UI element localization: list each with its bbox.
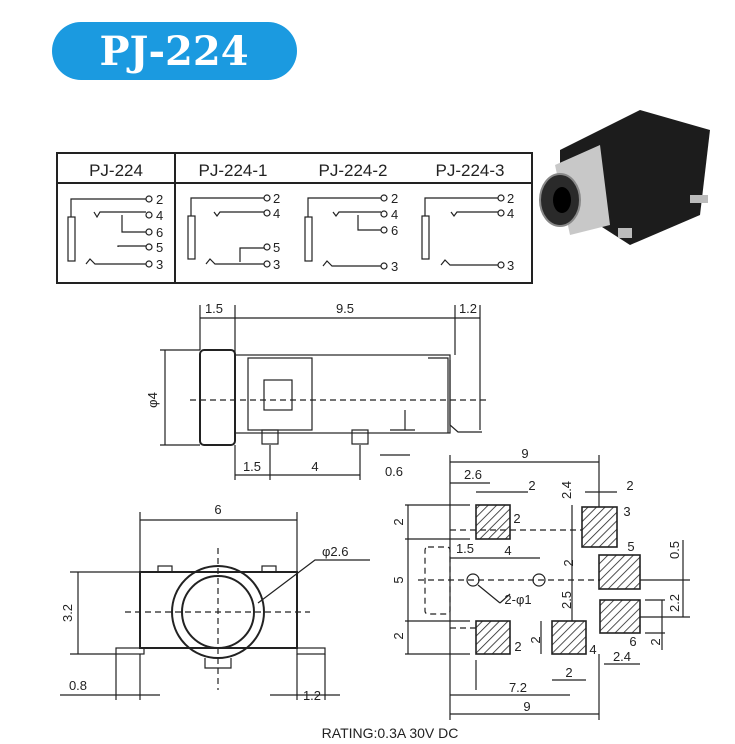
pin-label: 2 xyxy=(273,191,280,206)
pin-label: 4 xyxy=(507,206,514,221)
pad-label: 4 xyxy=(589,642,596,657)
dim-label: 2-φ1 xyxy=(504,592,531,607)
dim-label: 2.5 xyxy=(559,591,574,609)
dim-label: φ2.6 xyxy=(322,544,349,559)
dim-label: 2 xyxy=(626,478,633,493)
pad-label: 3 xyxy=(623,504,630,519)
schematic-pj-224-2: 2 4 6 3 xyxy=(304,191,398,274)
side-view-drawing: 1.5 9.5 1.2 φ4 1.5 4 0.6 xyxy=(145,301,490,480)
pin-label: 2 xyxy=(156,192,163,207)
pad-label: 5 xyxy=(627,539,634,554)
dim-label: 1.5 xyxy=(243,459,261,474)
schematic-pj-224: 2 4 6 5 3 xyxy=(67,192,163,272)
dim-label: 2.2 xyxy=(667,594,682,612)
schematic-table: PJ-224 PJ-224-1 PJ-224-2 PJ-224-3 2 4 6 … xyxy=(56,152,533,284)
pad-label: 2 xyxy=(514,639,521,654)
pad-5 xyxy=(598,554,641,590)
pin-label: 6 xyxy=(391,223,398,238)
dim-label: 4 xyxy=(311,459,318,474)
dim-label: 9 xyxy=(523,699,530,714)
column-header: PJ-224-3 xyxy=(436,161,505,180)
dim-label: 2.4 xyxy=(559,481,574,499)
pin-label: 3 xyxy=(273,257,280,272)
pin-label: 3 xyxy=(156,257,163,272)
dim-label: 0.6 xyxy=(385,464,403,479)
pin-label: 4 xyxy=(391,207,398,222)
pad-label: 2 xyxy=(513,511,520,526)
dim-label: 5 xyxy=(391,576,406,583)
title-badge: PJ-224 xyxy=(52,22,297,80)
dim-label: 4 xyxy=(504,543,511,558)
dim-label: 2 xyxy=(391,632,406,639)
pin-label: 2 xyxy=(391,191,398,206)
dim-label: 9.5 xyxy=(336,301,354,316)
pcb-footprint-drawing: 9 2.6 2 2.4 2 2 3 2 1.5 4 5 0.5 5 2 2-φ1… xyxy=(391,446,690,720)
pin-label: 4 xyxy=(273,206,280,221)
pad-2-bottom xyxy=(475,620,511,655)
product-title: PJ-224 xyxy=(99,28,248,75)
front-view-drawing: 6 φ2.6 3.2 0.8 1.2 xyxy=(60,502,370,703)
pad-2-top xyxy=(475,504,511,540)
dim-label: 9 xyxy=(521,446,528,461)
dim-label: 1.5 xyxy=(205,301,223,316)
pin-label: 6 xyxy=(156,225,163,240)
pin-label: 3 xyxy=(391,259,398,274)
dim-label: 3.2 xyxy=(60,604,75,622)
dim-label: 2 xyxy=(561,559,576,566)
dim-label: 2 xyxy=(528,636,543,643)
rating-text: RATING:0.3A 30V DC xyxy=(322,725,459,741)
dim-label: 1.2 xyxy=(459,301,477,316)
product-photo xyxy=(539,110,710,245)
pin-label: 3 xyxy=(507,258,514,273)
dim-label: 6 xyxy=(214,502,221,517)
dim-label: 2 xyxy=(391,518,406,525)
schematic-pj-224-1: 2 4 5 3 xyxy=(187,191,280,272)
schematic-pj-224-3: 2 4 3 xyxy=(421,191,514,273)
pin-label: 2 xyxy=(507,191,514,206)
pad-label: 6 xyxy=(629,634,636,649)
dim-label: 2 xyxy=(528,478,535,493)
pin-label: 4 xyxy=(156,208,163,223)
pad-4 xyxy=(551,620,587,655)
pad-6 xyxy=(599,599,641,634)
column-header: PJ-224-1 xyxy=(199,161,268,180)
dim-label: 7.2 xyxy=(509,680,527,695)
pin-label: 5 xyxy=(273,240,280,255)
dim-label: 2 xyxy=(565,665,572,680)
dim-label: 0.8 xyxy=(69,678,87,693)
dim-label: φ4 xyxy=(145,392,160,408)
pad-3 xyxy=(581,506,618,548)
dim-label: 0.5 xyxy=(667,541,682,559)
pin-label: 5 xyxy=(156,240,163,255)
dim-label: 1.5 xyxy=(456,541,474,556)
dim-label: 2.6 xyxy=(464,467,482,482)
dim-label: 2.4 xyxy=(613,649,631,664)
column-header: PJ-224 xyxy=(89,161,143,180)
dim-label: 1.2 xyxy=(303,688,321,703)
column-header: PJ-224-2 xyxy=(319,161,388,180)
dim-label: 2 xyxy=(648,638,663,645)
